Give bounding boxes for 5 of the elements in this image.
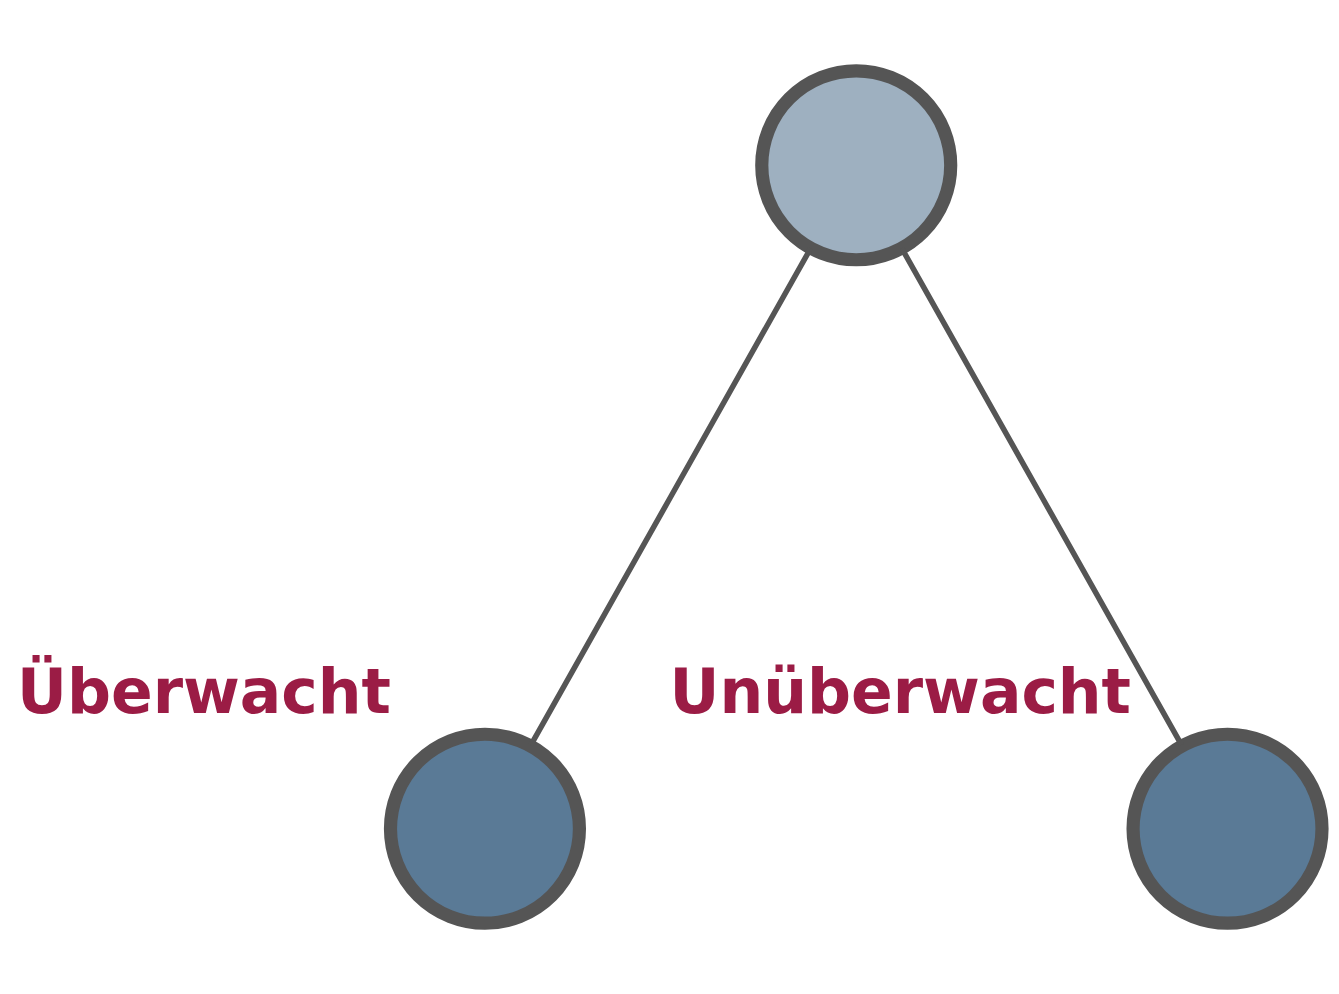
node-label: Unüberwacht	[669, 656, 1132, 729]
node-label: Überwacht	[17, 656, 391, 729]
node-circle	[1126, 727, 1329, 930]
node-circle	[755, 64, 958, 267]
node-circle	[383, 727, 586, 930]
